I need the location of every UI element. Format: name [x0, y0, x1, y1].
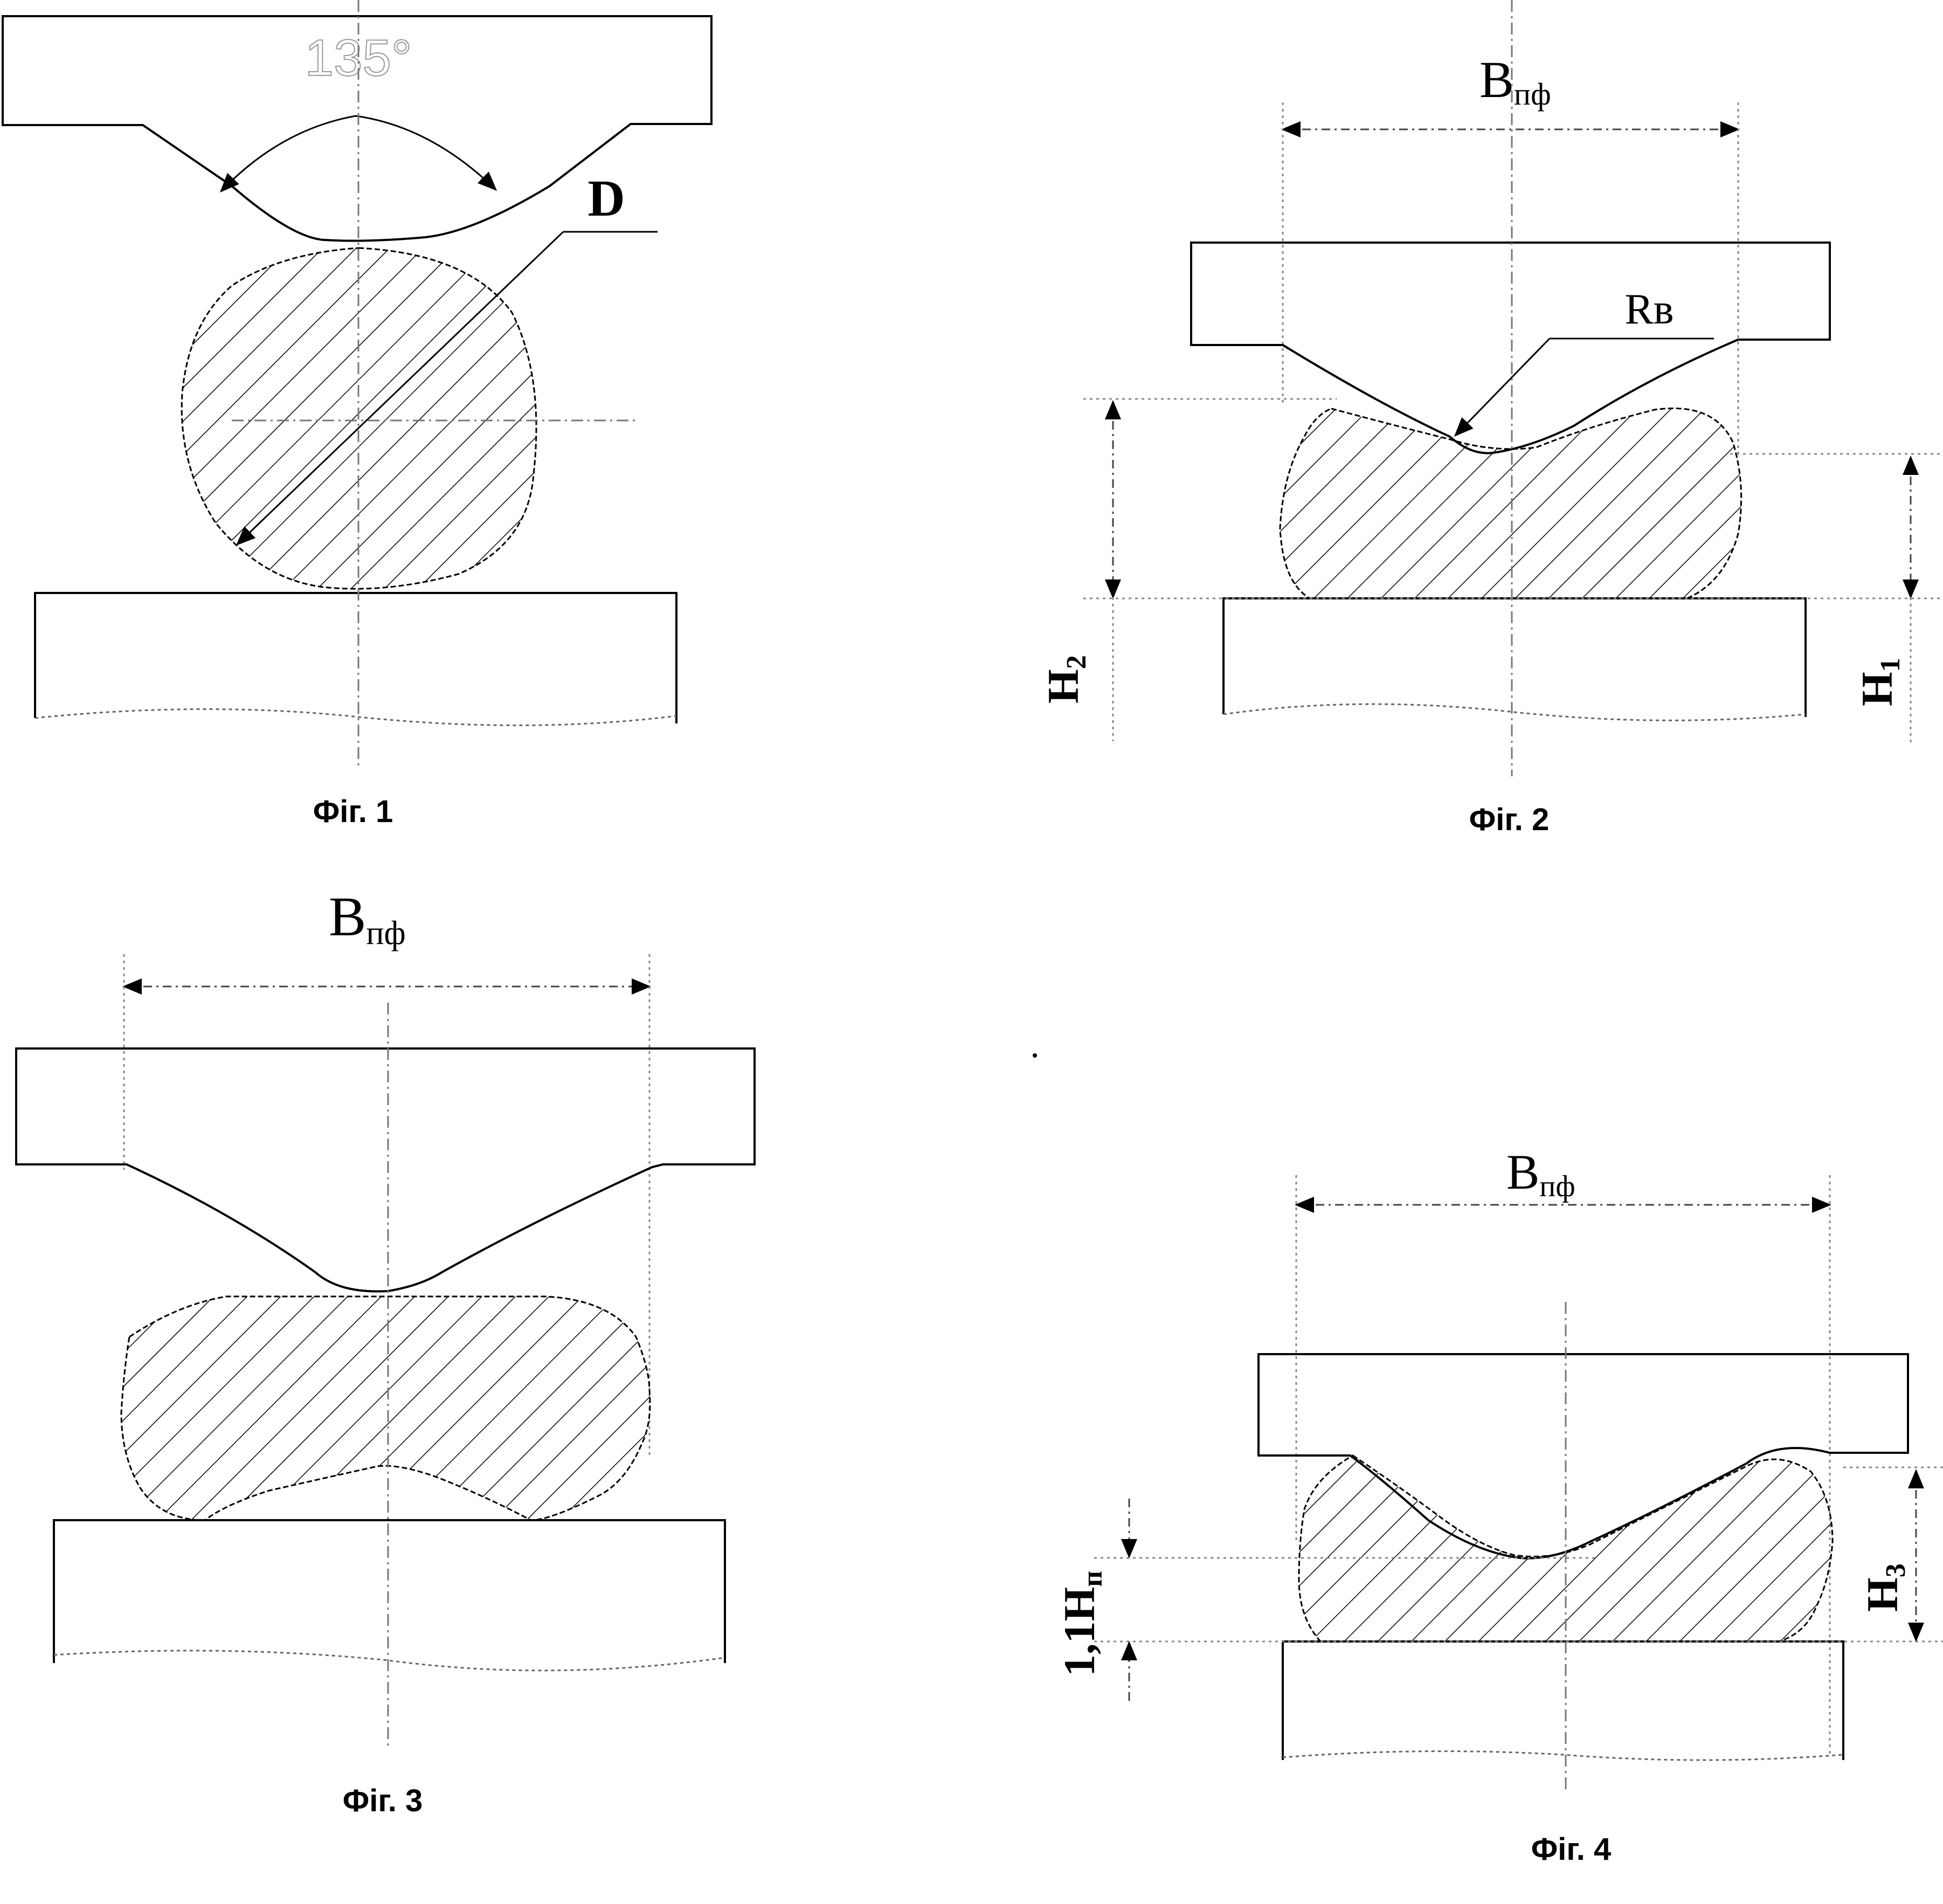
fig4-h3-label: H3: [1858, 1563, 1911, 1612]
fig4-width-label: Bпф: [1506, 1144, 1575, 1203]
fig2-width-label: Bпф: [1479, 51, 1551, 112]
fig3-lower-die-break: [53, 1650, 725, 1672]
fig2-radius-leader: [1454, 337, 1551, 437]
fig4-lower-die: [1282, 1640, 1844, 1760]
figure-3: Bпф Фіг. 3: [15, 886, 756, 1818]
fig2-lower-die-break: [1223, 703, 1806, 721]
fig4-lower-die-break: [1282, 1750, 1844, 1761]
fig1-upper-die: [2, 15, 713, 242]
fig3-lower-die: [53, 1519, 726, 1663]
fig2-billet-section: [1279, 408, 1743, 599]
figure-2: Bпф Rв H2 H1 Фіг. 2: [1039, 0, 1943, 837]
fig1-caption: Фіг. 1: [313, 794, 393, 829]
fig3-width-label: Bпф: [329, 886, 406, 951]
fig4-billet-section: [1298, 1454, 1834, 1643]
fig1-angle-label: 135°: [305, 29, 413, 87]
svg-text:Bпф: Bпф: [1479, 51, 1551, 112]
fig3-upper-die: [15, 1047, 756, 1293]
fig2-h1-label: H1: [1852, 658, 1906, 706]
fig2-lower-die: [1222, 597, 1807, 717]
fig3-billet-section: [120, 1295, 651, 1521]
svg-text:135°: 135°: [305, 29, 412, 87]
figure-1: 135° D Фіг. 1: [2, 0, 713, 829]
fig2-radius-label: Rв: [1624, 286, 1674, 333]
svg-text:1,1Hп: 1,1Hп: [1055, 1571, 1108, 1677]
fig1-diameter-label: D: [587, 169, 625, 227]
fig3-caption: Фіг. 3: [343, 1783, 423, 1818]
fig4-caption: Фіг. 4: [1531, 1832, 1611, 1867]
fig2-upper-die: [1190, 242, 1831, 454]
fig4-hn-label: 1,1Hп: [1055, 1571, 1108, 1677]
svg-text:H1: H1: [1852, 658, 1906, 706]
fig1-diameter-leader: [236, 231, 564, 546]
fig2-caption: Фіг. 2: [1469, 802, 1549, 837]
svg-text:Bпф: Bпф: [329, 886, 406, 951]
fig1-lower-die: [34, 592, 677, 723]
fig1-lower-die-break: [34, 708, 677, 727]
fig1-angle-arc: [219, 115, 497, 193]
svg-text:H2: H2: [1039, 655, 1092, 703]
svg-text:Bпф: Bпф: [1506, 1144, 1575, 1203]
fig2-h2-label: H2: [1039, 655, 1092, 703]
svg-text:H3: H3: [1858, 1563, 1911, 1612]
figure-4: Bпф 1,1Hп H3 Фіг. 4: [1055, 1144, 1943, 1867]
stray-dot: [1033, 1053, 1037, 1058]
